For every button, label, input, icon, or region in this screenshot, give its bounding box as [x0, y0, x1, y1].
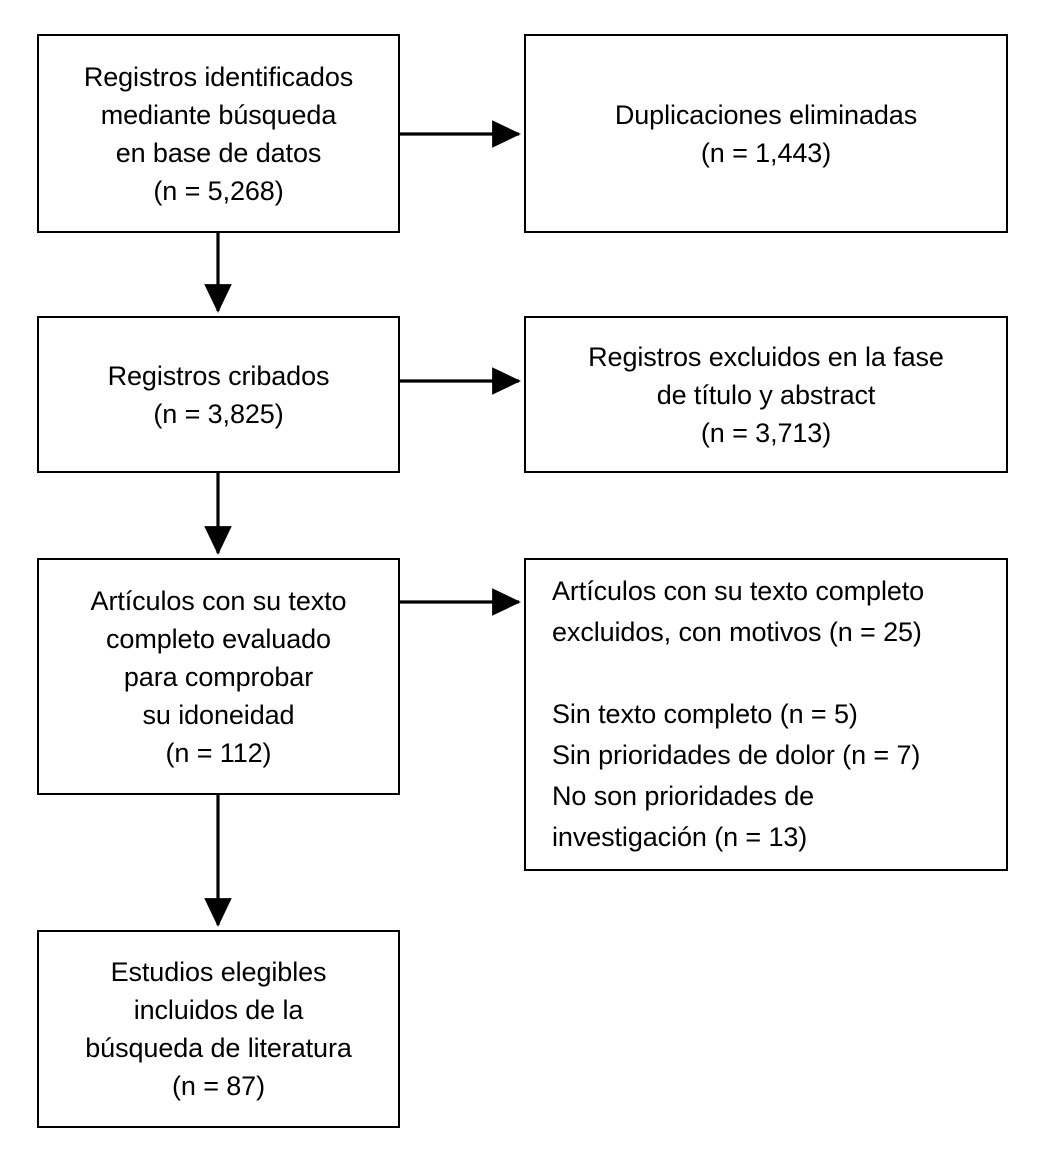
box-duplicates-removed: Duplicaciones eliminadas (n = 1,443) — [524, 34, 1008, 233]
box-fulltext-assessed-text: Artículos con su texto completo evaluado… — [90, 585, 347, 768]
box-records-excluded-title-abstract-text: Registros excluidos en la fase de título… — [588, 341, 944, 448]
box-fulltext-excluded-with-reasons: Artículos con su texto completo excluido… — [524, 558, 1008, 871]
box-studies-included: Estudios elegibles incluidos de la búsqu… — [37, 930, 400, 1128]
box-duplicates-removed-text: Duplicaciones eliminadas (n = 1,443) — [614, 99, 918, 168]
box-records-screened: Registros cribados (n = 3,825) — [37, 316, 400, 473]
box-studies-included-text: Estudios elegibles incluidos de la búsqu… — [85, 957, 352, 1101]
box-records-screened-text: Registros cribados (n = 3,825) — [107, 360, 330, 429]
box-records-excluded-title-abstract: Registros excluidos en la fase de título… — [524, 316, 1008, 473]
box-records-identified: Registros identificados mediante búsqued… — [37, 34, 400, 233]
box-records-identified-text: Registros identificados mediante búsqued… — [83, 61, 354, 206]
box-fulltext-excluded-with-reasons-text: Artículos con su texto completo excluido… — [552, 576, 925, 852]
box-fulltext-assessed: Artículos con su texto completo evaluado… — [37, 558, 400, 795]
